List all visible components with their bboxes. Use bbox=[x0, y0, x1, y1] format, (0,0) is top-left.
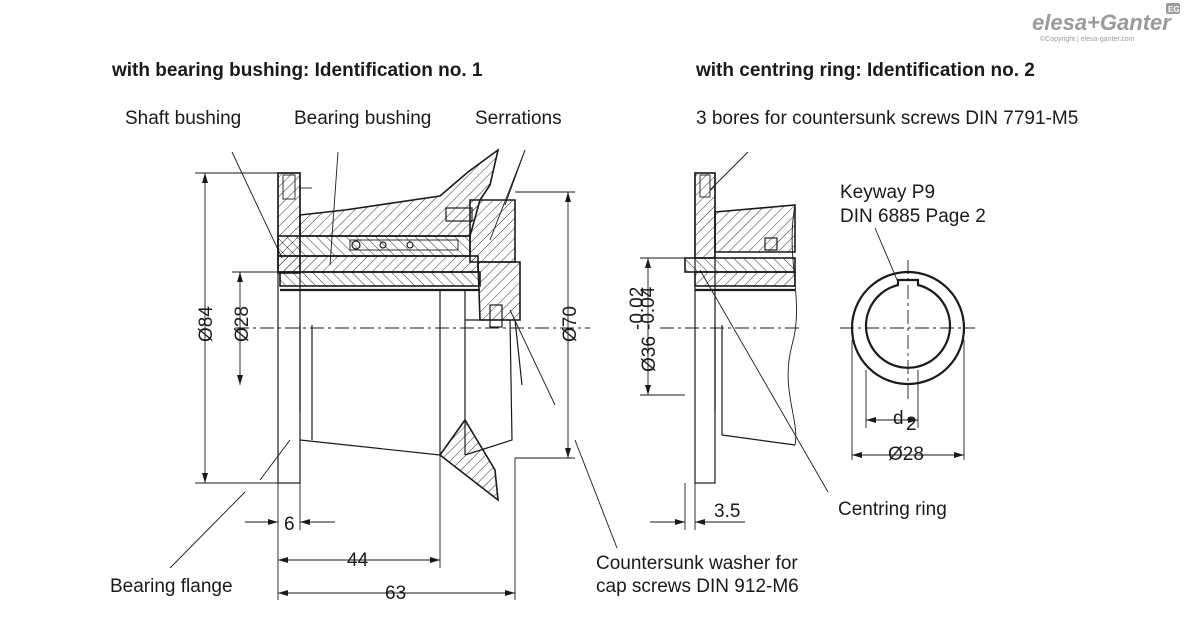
label-d36-upper-tol: -0.02 bbox=[627, 287, 648, 330]
callout-keyway-line-1: Keyway P9 bbox=[840, 182, 935, 203]
label-len44: 44 bbox=[347, 550, 369, 571]
middle-section-view: Ø36 -0.02 -0.04 3.5 3 bores for counters… bbox=[627, 108, 1078, 530]
heading-variant-1: with bearing bushing: Identification no.… bbox=[111, 60, 483, 81]
callout-washer-line-2: cap screws DIN 912-M6 bbox=[596, 576, 799, 597]
callout-bores: 3 bores for countersunk screws DIN 7791-… bbox=[696, 108, 1078, 129]
label-d28-left: Ø28 bbox=[232, 306, 253, 342]
callout-bearing-flange: Bearing flange bbox=[110, 576, 233, 597]
right-front-view: d 2 Ø28 Keyway P9 DIN 6885 Page 2 bbox=[840, 182, 986, 465]
callout-washer-line-1: Countersunk washer for bbox=[596, 553, 798, 574]
label-len63: 63 bbox=[385, 583, 406, 604]
housing-lower-section bbox=[438, 418, 499, 502]
badge-text: EG bbox=[1168, 5, 1180, 14]
shaft-bore-section bbox=[279, 271, 481, 287]
label-d36: Ø36 bbox=[639, 336, 660, 372]
label-d2: d bbox=[893, 408, 904, 429]
callout-shaft-bushing: Shaft bushing bbox=[125, 108, 241, 129]
centring-ring-section bbox=[684, 257, 796, 273]
label-len3-5: 3.5 bbox=[714, 501, 740, 522]
shaft-bushing-section bbox=[277, 255, 479, 273]
keyway-bore bbox=[864, 278, 952, 369]
label-d28-right: Ø28 bbox=[888, 444, 924, 465]
badge-icon bbox=[1166, 3, 1180, 14]
outer-bore-circle bbox=[850, 270, 966, 386]
label-len6: 6 bbox=[284, 514, 295, 535]
label-d36-lower-tol: -0.04 bbox=[638, 286, 659, 330]
label-d84: Ø84 bbox=[196, 306, 217, 342]
copyright-text: ©Copyright | elesa-ganter.com bbox=[1040, 35, 1135, 43]
middle-flange-section bbox=[694, 172, 716, 259]
heading-variant-2: with centring ring: Identification no. 2 bbox=[695, 60, 1035, 81]
serration-ring-section bbox=[469, 199, 516, 263]
label-d2-sub: 2 bbox=[906, 414, 917, 435]
bearing-bushing-section bbox=[277, 235, 471, 257]
callout-serrations: Serrations bbox=[475, 108, 562, 129]
logo-text: elesa+Ganter bbox=[1032, 10, 1172, 35]
cap-screw bbox=[445, 207, 473, 222]
middle-housing-section bbox=[714, 204, 796, 253]
washer-section bbox=[477, 261, 521, 321]
brand-logo: elesa+Ganter EG ©Copyright | elesa-gante… bbox=[1032, 3, 1180, 43]
callout-bearing-bushing: Bearing bushing bbox=[294, 108, 431, 129]
flange-screw-bore bbox=[282, 174, 296, 200]
label-d70: Ø70 bbox=[560, 306, 581, 342]
callout-keyway-line-2: DIN 6885 Page 2 bbox=[840, 206, 986, 227]
middle-shaft-section bbox=[694, 271, 796, 287]
callout-centring-ring: Centring ring bbox=[838, 499, 947, 520]
housing-section bbox=[299, 148, 500, 237]
left-section-view: Ø84 Ø28 Ø70 6 44 63 Shaft bushing Bearin… bbox=[110, 108, 799, 604]
